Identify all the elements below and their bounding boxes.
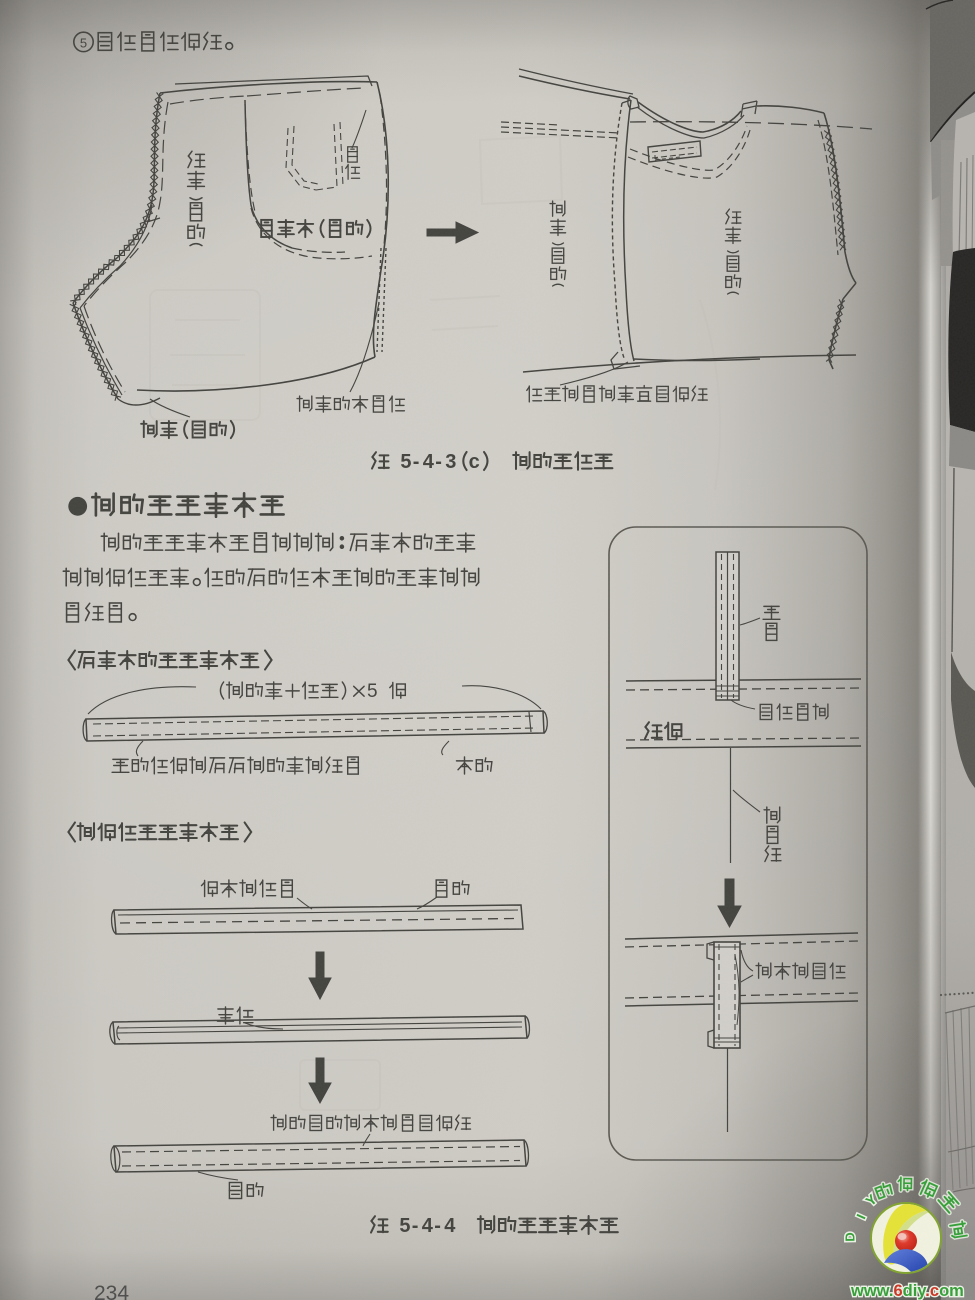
svg-text:-: - — [413, 451, 420, 473]
svg-text:5: 5 — [399, 1215, 410, 1237]
svg-text:4: 4 — [422, 1215, 434, 1237]
svg-text:-: - — [412, 1215, 419, 1237]
svg-text:3: 3 — [445, 451, 456, 473]
svg-text:-: - — [434, 1215, 441, 1237]
svg-text:D: D — [842, 1232, 857, 1242]
svg-text:4: 4 — [423, 451, 435, 473]
svg-text:www.6diy.com: www.6diy.com — [850, 1282, 964, 1300]
svg-text:234: 234 — [94, 1282, 129, 1300]
svg-text:4: 4 — [444, 1215, 456, 1237]
svg-text:I: I — [853, 1212, 868, 1221]
svg-text:-: - — [435, 451, 442, 473]
svg-text:5: 5 — [80, 35, 87, 50]
svg-text:c: c — [469, 451, 480, 473]
svg-text:5: 5 — [400, 451, 411, 473]
svg-text:5: 5 — [367, 681, 378, 702]
